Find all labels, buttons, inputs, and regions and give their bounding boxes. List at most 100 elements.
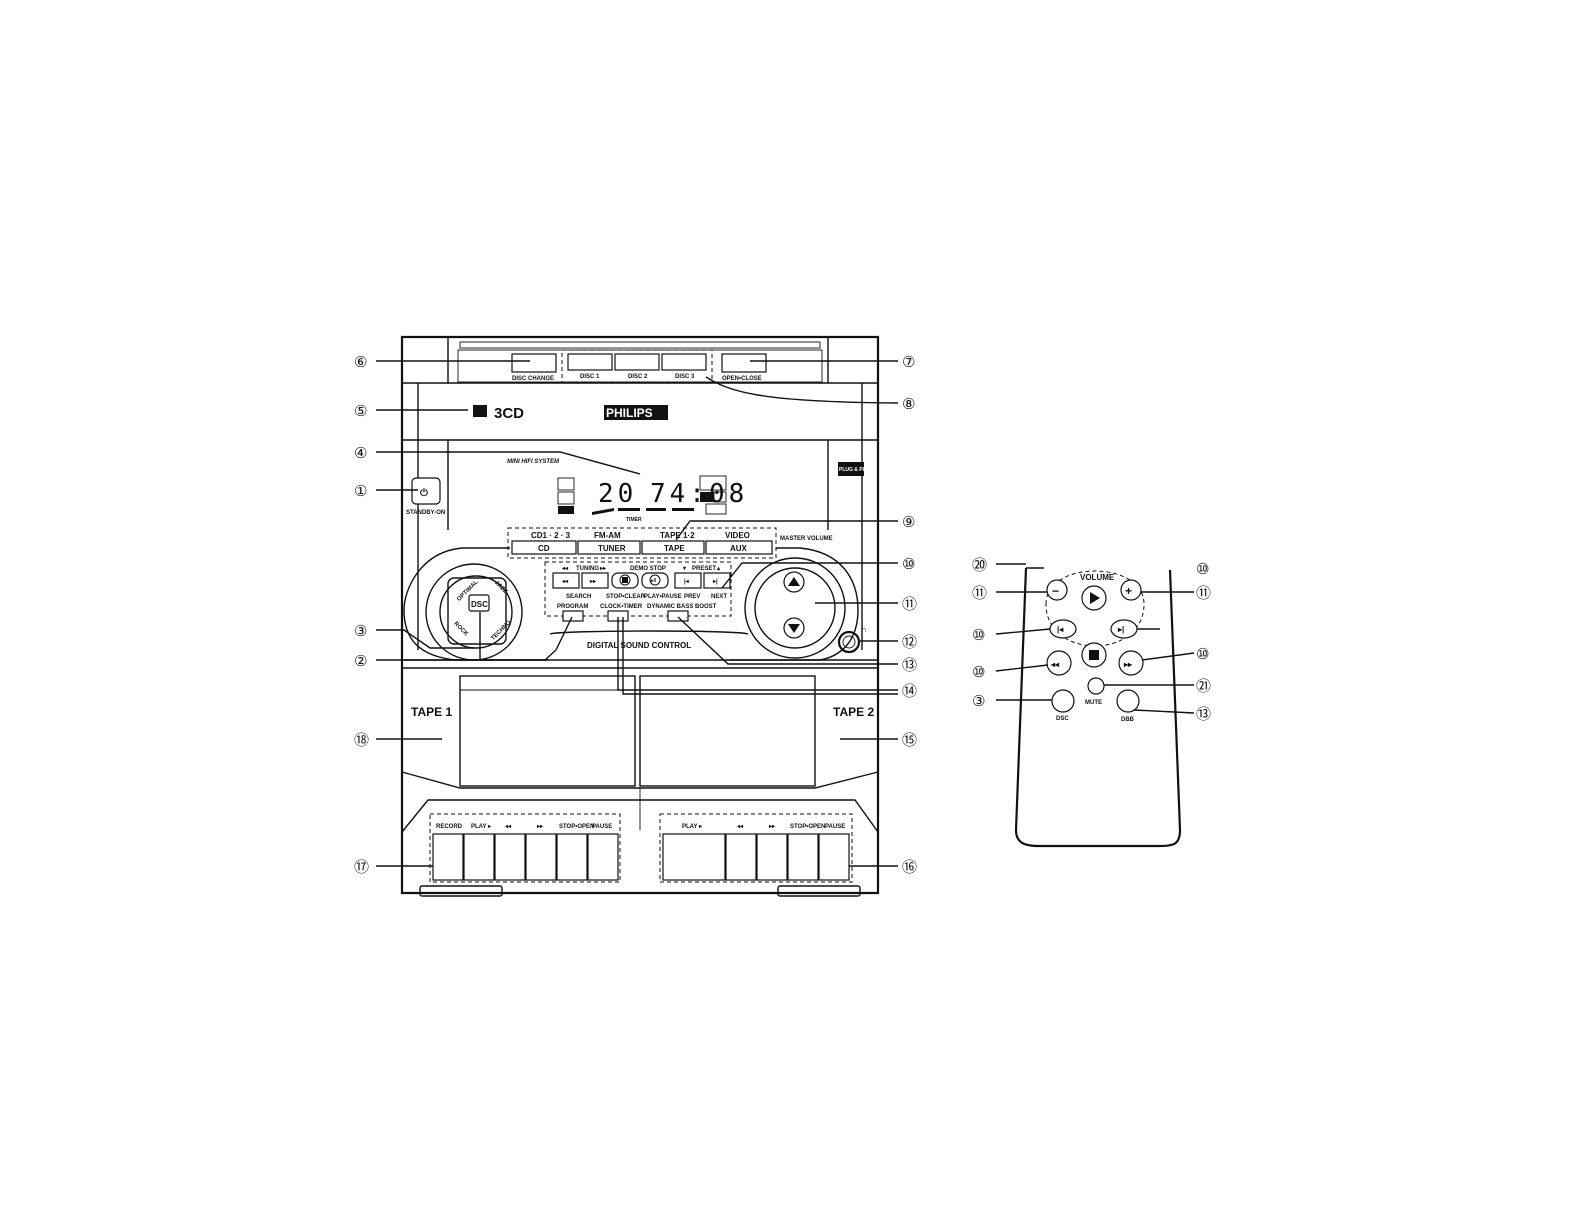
prev-button[interactable]: [674, 572, 702, 589]
next-button[interactable]: [703, 572, 731, 589]
tuning-right-arrow: ▸▸: [599, 566, 607, 572]
deck2-keys[interactable]: [662, 833, 850, 881]
digital-sound-control-title: DIGITAL SOUND CONTROL: [587, 641, 691, 650]
tape1-label: TAPE 1: [411, 705, 452, 719]
source-cd-button[interactable]: CD: [538, 544, 550, 553]
headphone-jack[interactable]: [837, 630, 861, 654]
deck1-keys[interactable]: [432, 833, 619, 881]
remote-prev-icon: |◂: [1057, 625, 1064, 634]
dsc-knob[interactable]: DSC OPTIMAL JAZZ ROCK TECHNO: [425, 563, 523, 661]
callout-10-remote-right: ⑩: [1196, 645, 1209, 663]
remote-ffw-button[interactable]: [1118, 650, 1144, 676]
deck2-stop-label: STOP•OPEN: [790, 824, 825, 830]
remote-rewind-icon: ◂◂: [1050, 660, 1060, 669]
deck1-pause-label: PAUSE: [592, 824, 612, 830]
disc3-button[interactable]: [661, 353, 707, 371]
dsc-techno-label: TECHNO: [490, 620, 512, 642]
source-tuner-button[interactable]: TUNER: [598, 544, 626, 553]
remote-plus-sign: +: [1125, 584, 1132, 598]
standby-button[interactable]: [411, 477, 441, 505]
source-tape-button[interactable]: TAPE: [664, 544, 685, 553]
callout-5: ⑤: [354, 402, 367, 420]
search-label: SEARCH: [566, 594, 591, 600]
deck1-play-label: PLAY ▸: [471, 824, 492, 830]
philips-logo-box: [604, 405, 668, 420]
callout-3-unit: ③: [354, 622, 367, 640]
source-aux-button[interactable]: AUX: [730, 544, 748, 553]
volume-down-icon: [788, 624, 800, 633]
lcd-display: 20 74:08 TIMER: [557, 475, 748, 523]
disc2-label: DISC 2: [628, 374, 648, 380]
deck2-pause-label: PAUSE: [825, 824, 845, 830]
remote-dsc-label: DSC: [1056, 716, 1069, 722]
tuning-label: TUNING: [576, 566, 599, 572]
callout-12: ⑫: [902, 633, 917, 651]
tape2-window: [639, 675, 816, 787]
play-pause-label: PLAY•PAUSE: [644, 594, 682, 600]
callout-1: ①: [354, 482, 367, 500]
callouts-remote: ⑳ ⑩ ⑪ ⑪ ⑩ ⑩ ⑩ ㉑ ③ ⑬: [972, 556, 1211, 723]
callout-15: ⑮: [902, 731, 917, 749]
stop-clear-label: STOP•CLEAR: [606, 594, 646, 600]
callout-10-remote-left: ⑩: [972, 626, 985, 644]
source-group-dashed: [507, 527, 777, 559]
disc1-button[interactable]: [567, 353, 613, 371]
source-top-video: VIDEO: [725, 531, 750, 540]
remote-dbb-button[interactable]: [1116, 689, 1140, 713]
remote-dbb-label: DBB: [1121, 717, 1135, 723]
disc2-button[interactable]: [614, 353, 660, 371]
program-label: PROGRAM: [557, 604, 588, 610]
program-button[interactable]: [562, 610, 584, 622]
dsc-knob-center: DSC: [471, 600, 488, 609]
callout-21: ㉑: [1196, 677, 1211, 695]
callout-7: ⑦: [902, 353, 915, 371]
remote-minus-sign: −: [1052, 584, 1059, 598]
remote-mute-button[interactable]: [1087, 677, 1105, 695]
master-volume-knob[interactable]: [744, 557, 846, 659]
callout-10-unit: ⑩: [902, 555, 915, 573]
deck1-group-dashed: [429, 813, 621, 883]
deck1-record-label: RECORD: [436, 824, 463, 830]
remote-mute-label: MUTE: [1085, 700, 1102, 706]
callout-16: ⑯: [902, 858, 917, 876]
remote-stop-icon: [1089, 650, 1099, 660]
next-icon: ▸|: [712, 579, 718, 585]
remote-ff-icon: ▸▸: [1123, 660, 1133, 669]
callout-13-remote: ⑬: [1196, 705, 1211, 723]
search-rew-button[interactable]: [552, 572, 580, 589]
display-digits-right: 74:08: [650, 479, 748, 509]
source-top-tape: TAPE 1·2: [660, 531, 695, 540]
cabinet-outline: [400, 335, 880, 895]
remote-rew-button[interactable]: [1046, 650, 1072, 676]
dsc-rock-label: ROCK: [452, 621, 469, 638]
remote-vol-minus-button[interactable]: [1046, 579, 1068, 601]
callout-13-unit: ⑬: [902, 656, 917, 674]
callout-11-remote-right: ⑪: [1196, 584, 1211, 602]
preset-down-arrow: ▾: [682, 566, 687, 572]
remote-play-icon: [1090, 592, 1100, 604]
search-ffw-button[interactable]: [581, 572, 609, 589]
deck1-rew-label: ◂◂: [504, 824, 512, 830]
open-close-button[interactable]: [721, 353, 767, 373]
svg-text:▸‖: ▸‖: [650, 578, 657, 584]
philips-logo: PHILIPS: [606, 406, 653, 420]
deck2-ffw-label: ▸▸: [768, 824, 776, 830]
callout-8: ⑧: [902, 395, 915, 413]
remote-dsc-button[interactable]: [1051, 689, 1075, 713]
tape2-label: TAPE 2: [833, 705, 874, 719]
display-digits-left: 20: [598, 479, 637, 509]
master-volume-label: MASTER VOLUME: [780, 536, 833, 542]
prev-icon: |◂: [684, 579, 690, 585]
disc-change-button[interactable]: [511, 353, 557, 373]
dbb-button[interactable]: [667, 610, 689, 622]
remote-vol-plus-button[interactable]: [1120, 579, 1142, 601]
preset-up-arrow: ▴: [716, 566, 721, 572]
disc3-label: DISC 3: [675, 374, 695, 380]
source-top-fm: FM-AM: [594, 531, 621, 540]
next-label: NEXT: [711, 594, 727, 600]
rewind-icon: ◂◂: [561, 579, 569, 585]
plug-play-label: PLUG & PLAY: [839, 467, 873, 473]
deck2-rew-label: ◂◂: [736, 824, 744, 830]
callout-10-remote-top-cut: ⑩: [1196, 560, 1209, 578]
